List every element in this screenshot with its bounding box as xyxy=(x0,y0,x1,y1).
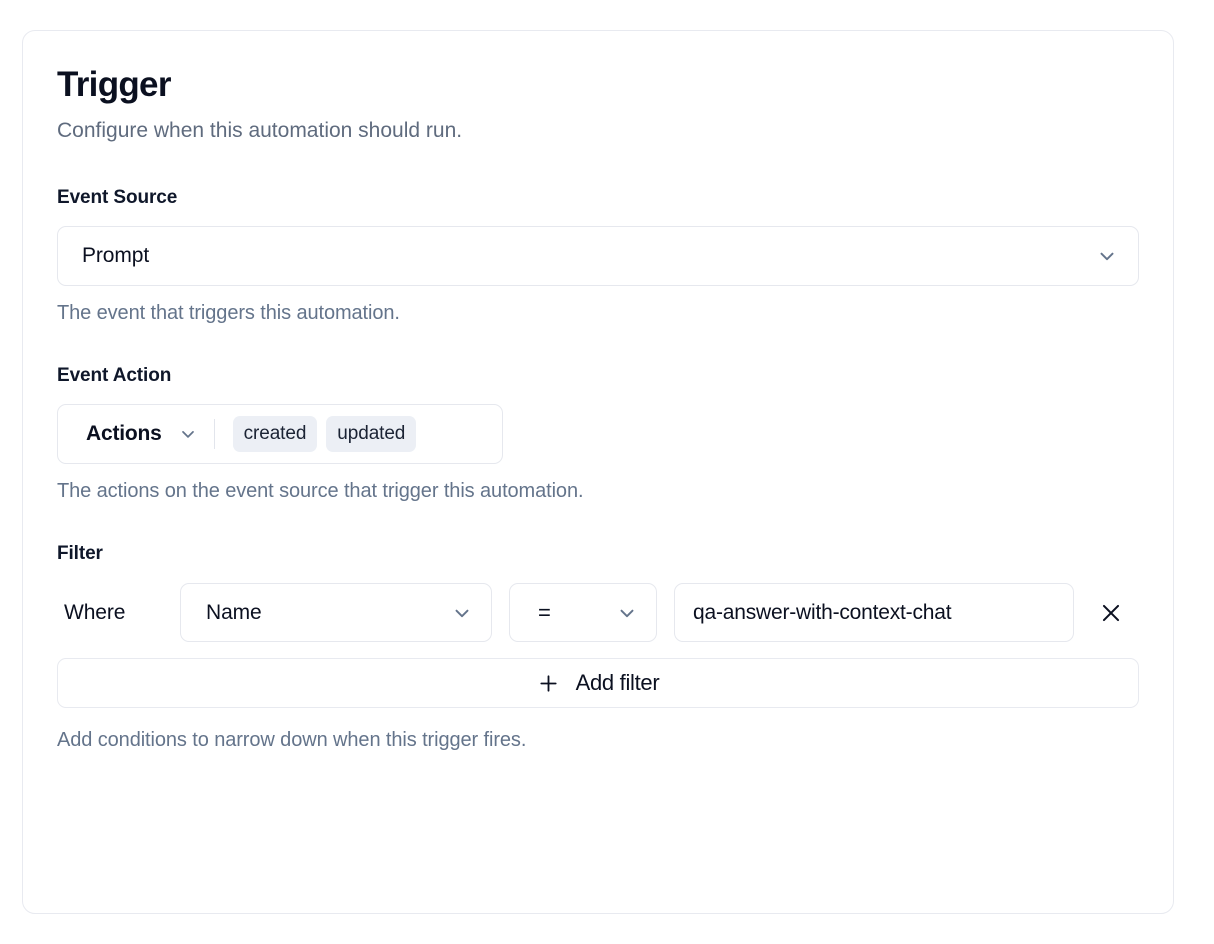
filter-row: Where Name = qa-answer-with-context-chat xyxy=(57,583,1139,643)
combo-divider xyxy=(213,419,215,450)
filter-label: Filter xyxy=(57,543,103,565)
event-action-value: Actions xyxy=(86,422,162,446)
add-filter-label: Add filter xyxy=(575,670,660,696)
chevron-down-icon xyxy=(451,602,473,624)
event-action-label: Event Action xyxy=(57,365,172,387)
remove-filter-button[interactable] xyxy=(1090,592,1132,634)
page-title: Trigger xyxy=(57,65,171,104)
trigger-card: Trigger Configure when this automation s… xyxy=(22,30,1174,914)
add-filter-button[interactable]: Add filter xyxy=(57,658,1139,709)
event-source-helper: The event that triggers this automation. xyxy=(57,302,400,325)
chevron-down-icon xyxy=(1096,245,1118,267)
chevron-down-icon xyxy=(616,602,638,624)
page-subtitle: Configure when this automation should ru… xyxy=(57,119,463,143)
filter-operator-value: = xyxy=(538,599,551,625)
event-source-value: Prompt xyxy=(82,244,150,268)
event-action-badges: created updated xyxy=(232,416,417,453)
filter-helper: Add conditions to narrow down when this … xyxy=(57,729,527,752)
plus-icon xyxy=(537,672,560,695)
event-action-badge-updated[interactable]: updated xyxy=(326,416,417,453)
event-source-select[interactable]: Prompt xyxy=(57,226,1139,287)
filter-field-select[interactable]: Name xyxy=(180,583,492,643)
where-label: Where xyxy=(64,600,126,624)
event-source-group: Event Source Prompt The event that trigg… xyxy=(57,143,1139,325)
filter-field-value: Name xyxy=(206,600,262,624)
chevron-down-icon xyxy=(178,424,198,444)
event-source-label: Event Source xyxy=(57,187,178,209)
event-action-combo: Actions created updated xyxy=(57,404,503,465)
filter-operator-select[interactable]: = xyxy=(509,583,657,643)
event-action-select[interactable]: Actions xyxy=(86,422,198,446)
event-action-group: Event Action Actions created updated The… xyxy=(57,325,1139,503)
event-action-helper: The actions on the event source that tri… xyxy=(57,480,584,503)
event-action-badge-created[interactable]: created xyxy=(232,416,318,453)
close-icon xyxy=(1098,600,1124,626)
filter-group: Filter Where Name = qa-answer xyxy=(57,503,1139,752)
filter-value-input[interactable]: qa-answer-with-context-chat xyxy=(674,583,1074,643)
